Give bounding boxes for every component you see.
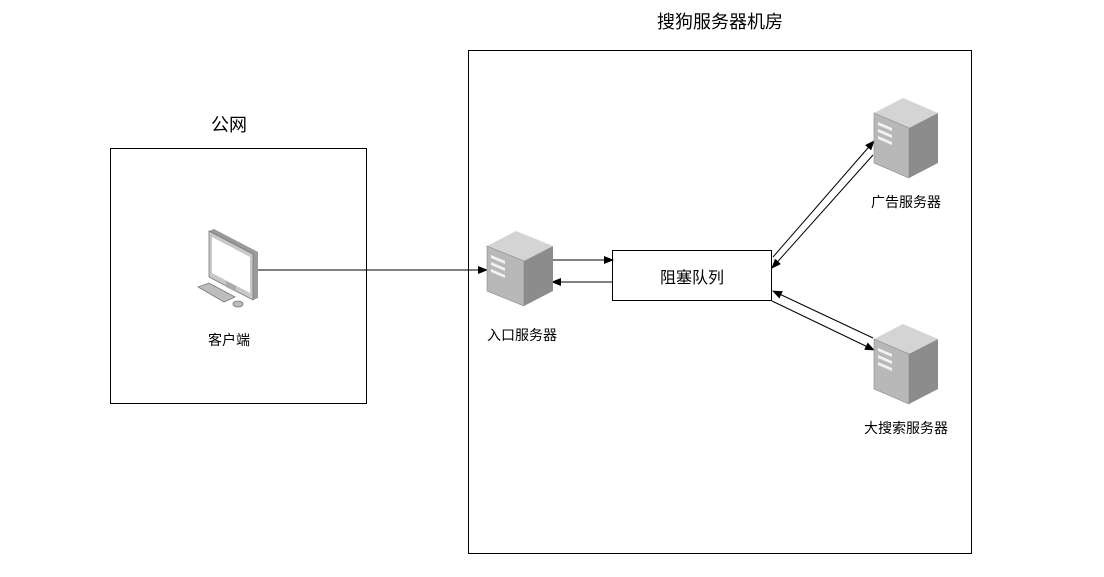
blocking-queue-label: 阻塞队列 <box>659 267 724 287</box>
desktop-computer-icon[interactable] <box>197 229 258 308</box>
datacenter-zone-box[interactable] <box>468 50 972 554</box>
blocking-queue-box[interactable]: 阻塞队列 <box>612 250 772 301</box>
entry-server-icon[interactable] <box>486 231 553 307</box>
public-zone-box[interactable] <box>110 148 367 404</box>
search-server-label: 大搜索服务器 <box>864 421 948 437</box>
client-label: 客户端 <box>208 333 250 349</box>
edge-ad-to-queue[interactable] <box>771 154 874 269</box>
ad-server-label: 广告服务器 <box>871 195 941 211</box>
ad-server-icon[interactable] <box>873 98 938 179</box>
entry-server-label: 入口服务器 <box>487 328 557 344</box>
edge-queue-to-search[interactable] <box>771 300 875 351</box>
search-server-icon[interactable] <box>873 324 938 405</box>
edge-search-to-queue[interactable] <box>772 290 874 339</box>
public-zone-title: 公网 <box>211 115 247 136</box>
edge-queue-to-ad[interactable] <box>772 140 875 258</box>
datacenter-zone-title: 搜狗服务器机房 <box>657 12 783 33</box>
